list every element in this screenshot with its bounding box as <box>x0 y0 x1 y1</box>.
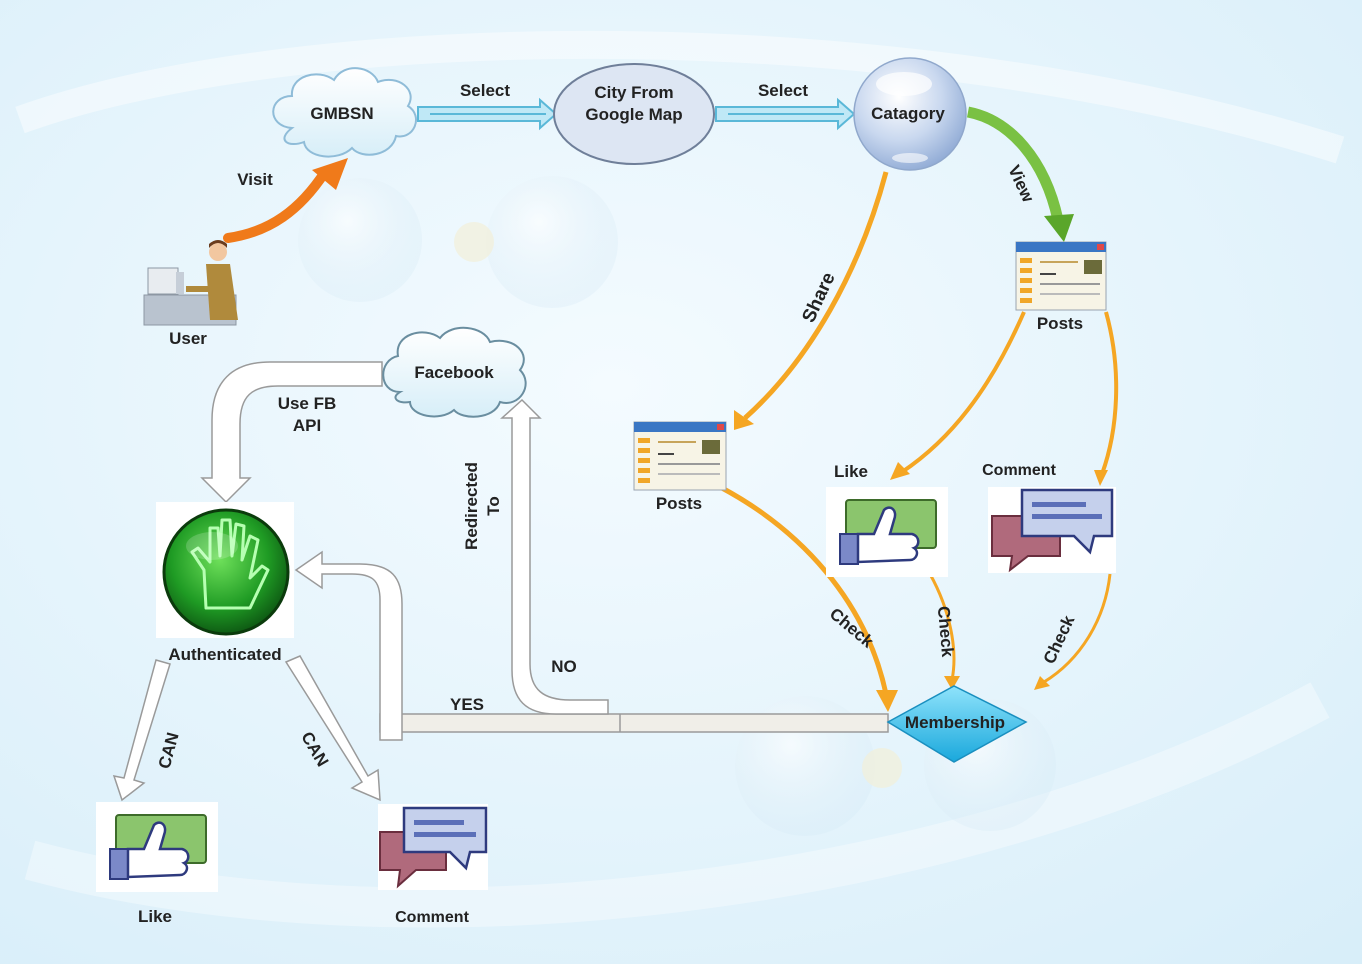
bg-bubble <box>298 178 422 302</box>
comment-right-label: Comment <box>982 462 1056 479</box>
posts-node-center[interactable]: Posts <box>633 421 727 513</box>
posts-node-right[interactable]: Posts <box>1015 241 1107 333</box>
use-fb-api-line-2: API <box>293 416 321 435</box>
bg-swoosh <box>24 682 1330 928</box>
thumbs-up-icon <box>109 814 207 880</box>
visit-label: Visit <box>237 170 273 189</box>
user-node[interactable]: User <box>143 240 238 348</box>
check-like-arrow <box>928 573 960 690</box>
no-label: NO <box>551 657 577 676</box>
thumbs-up-icon <box>839 499 937 565</box>
city-node[interactable]: City From Google Map <box>553 63 715 165</box>
gmbsn-label: GMBSN <box>310 104 373 123</box>
authenticated-label: Authenticated <box>168 645 281 664</box>
yes-label: YES <box>450 695 484 714</box>
city-label-line-2: Google Map <box>585 105 682 124</box>
posts-window-icon <box>633 421 727 491</box>
posts-center-label: Posts <box>656 494 702 513</box>
posts-to-like-arrow <box>890 311 1026 480</box>
visit-arrow <box>223 158 348 243</box>
comment-node-bottom[interactable]: Comment <box>378 804 488 926</box>
like-bottom-label: Like <box>138 907 172 926</box>
no-arrow <box>500 398 609 715</box>
can-comment-arrow <box>284 655 381 802</box>
bg-bubble <box>862 748 902 788</box>
view-arrow <box>966 106 1074 242</box>
select-label-1: Select <box>460 81 510 100</box>
use-fb-api-line-1: Use FB <box>278 394 337 413</box>
user-at-computer-icon <box>143 240 238 326</box>
comment-node-right[interactable]: Comment <box>982 462 1116 573</box>
gmbsn-cloud[interactable]: GMBSN <box>272 67 417 158</box>
bg-swoosh <box>15 30 1345 164</box>
use-fb-api-arrow <box>200 361 383 504</box>
facebook-label: Facebook <box>414 363 494 382</box>
posts-to-comment-arrow <box>1094 311 1119 486</box>
like-node-right[interactable]: Like <box>826 462 948 577</box>
like-node-bottom[interactable]: Like <box>96 802 218 926</box>
like-right-label: Like <box>834 462 868 481</box>
can-like-arrow <box>112 659 171 802</box>
redirected-to-line-2: To <box>484 496 503 516</box>
chat-bubbles-icon <box>991 488 1114 573</box>
chat-bubbles-icon <box>379 806 488 889</box>
category-label: Catagory <box>871 104 945 123</box>
posts-right-label: Posts <box>1037 314 1083 333</box>
select-label-2: Select <box>758 81 808 100</box>
check-like-label: Check <box>934 605 957 658</box>
bg-bubble <box>486 176 618 308</box>
yes-arrow <box>294 550 403 741</box>
membership-label: Membership <box>905 713 1005 732</box>
facebook-cloud[interactable]: Facebook <box>382 326 527 418</box>
city-label-line-1: City From <box>594 83 673 102</box>
posts-window-icon <box>1015 241 1107 311</box>
check-posts-arrow <box>720 485 898 712</box>
bg-bubble <box>454 222 494 262</box>
user-label: User <box>169 329 207 348</box>
membership-node[interactable]: Membership <box>886 685 1028 763</box>
green-hand-icon <box>162 508 290 636</box>
share-arrow <box>734 171 889 430</box>
comment-bottom-label: Comment <box>395 909 469 926</box>
category-node[interactable]: Catagory <box>853 57 967 171</box>
redirected-to-line-1: Redirected <box>462 462 481 550</box>
authenticated-node[interactable]: Authenticated <box>156 502 294 664</box>
check-comment-arrow <box>1034 573 1112 690</box>
membership-bus <box>379 713 889 733</box>
select-arrow-2 <box>715 97 856 131</box>
select-arrow-1 <box>417 97 558 131</box>
